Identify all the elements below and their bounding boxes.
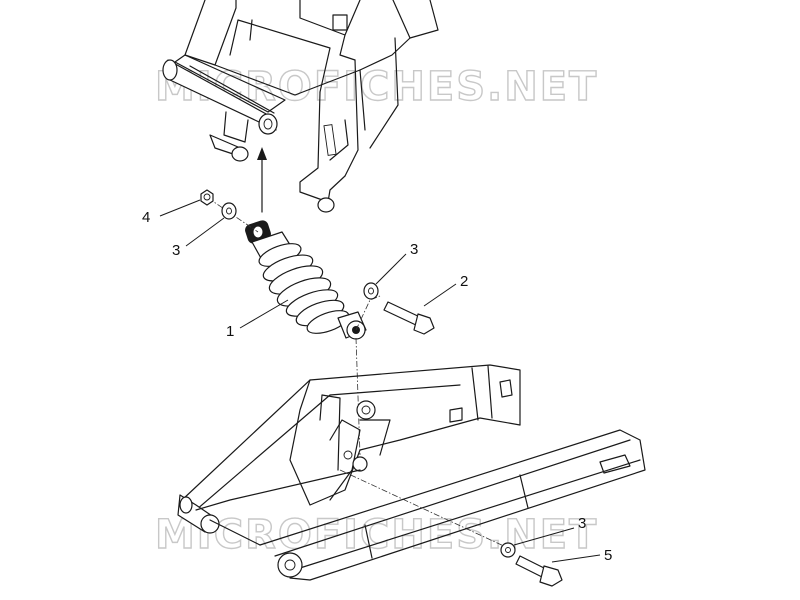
bolt-part-5 (515, 555, 563, 587)
bolt-part-2 (383, 301, 435, 335)
frame (162, 0, 439, 213)
washer-part-3-bottom (500, 542, 516, 558)
centerline-top (207, 197, 259, 233)
swingarm (177, 364, 646, 581)
callout-3-right: 3 (410, 241, 418, 258)
watermark-bottom: MICROFICHES.NET (155, 512, 598, 558)
washer-part-3-right (363, 282, 379, 300)
nut-part-4 (200, 189, 214, 206)
leader-1 (239, 299, 289, 329)
shock-absorber (245, 220, 367, 340)
callout-1: 1 (226, 323, 234, 340)
callout-2: 2 (460, 273, 468, 290)
arrow-up-icon (257, 147, 267, 160)
centerline-bolt (355, 295, 381, 331)
washer-part-3-top (221, 202, 237, 220)
callout-4: 4 (142, 209, 150, 226)
leader-3-bottom (513, 527, 575, 546)
leader-5 (551, 554, 601, 563)
callout-3-bottom: 3 (578, 515, 586, 532)
leader-3-right (375, 253, 407, 285)
leader-2 (423, 283, 457, 307)
leader-4 (159, 199, 201, 217)
centerline-swingarm-bolt (339, 469, 509, 549)
callout-3-top: 3 (172, 242, 180, 259)
leader-3-top (185, 217, 225, 247)
callout-5: 5 (604, 547, 612, 564)
